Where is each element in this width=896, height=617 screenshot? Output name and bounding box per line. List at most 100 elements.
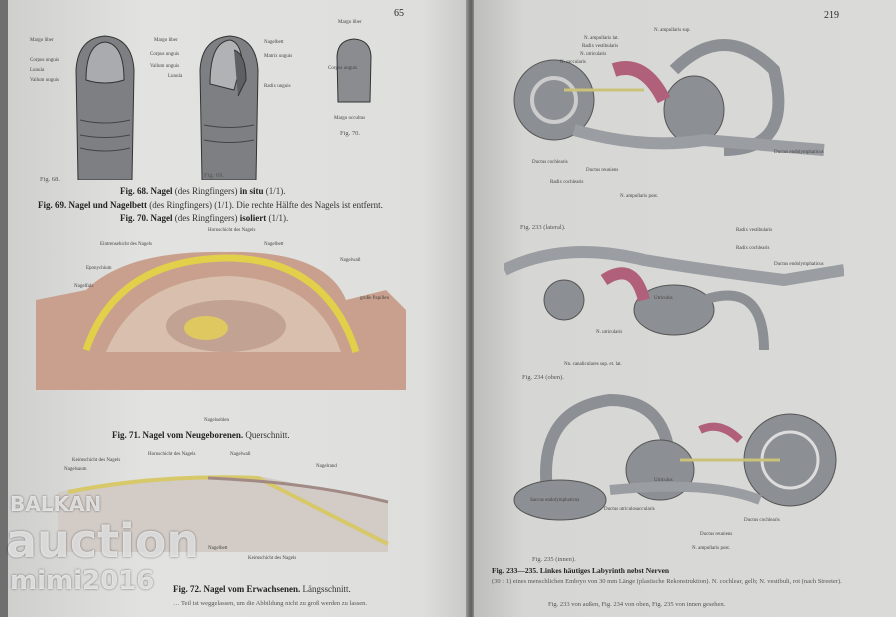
caption-fig72-note: … Teil ist weggelassen, um die Abbildung… — [173, 600, 368, 607]
fig235-number: Fig. 235 (innen). — [532, 556, 576, 563]
fig68-label: Margo liber — [30, 38, 54, 43]
fig72-label: Nagelbett — [208, 546, 228, 551]
fig72-label: Nagelwall — [230, 452, 251, 457]
caption-bold: Linkes häutiges Labyrinth nebst Nerven — [539, 566, 670, 575]
fig69-label: Lunula — [168, 74, 183, 79]
fig71-label: Nagelfalz — [74, 284, 94, 289]
fig70-label: Corpus unguis — [328, 66, 358, 71]
fig234-label: N. utricularis — [596, 330, 623, 335]
fig71-label: Nagelsohlen — [204, 418, 229, 423]
fig233-label: Ductus endolymphaticus — [774, 150, 824, 155]
caption-fig72: Fig. 72. Nagel vom Erwachsenen. Längssch… — [173, 584, 351, 594]
fig72-label: Keimschicht des Nagels — [248, 556, 297, 561]
fig233-label: N. ampullaris lat. — [584, 36, 619, 41]
caption-bold: Nagel und Nagelbett — [68, 200, 148, 210]
caption-fig69: Fig. 69. Nagel und Nagelbett (des Ringfi… — [38, 200, 383, 210]
fig234-label: Ductus endolymphaticus — [774, 262, 824, 267]
fig72-label: Nagelsaum — [64, 467, 87, 472]
fig70-label: Margo liber — [338, 20, 362, 25]
fig68-label: Corpus unguis — [30, 58, 60, 63]
caption-fig233-235: Fig. 233—235. Linkes häutiges Labyrinth … — [492, 566, 669, 576]
fig70-nail-illustration — [336, 38, 372, 103]
fig68-label: Vallum unguis — [30, 78, 60, 83]
fig71-label: Nagelbett — [264, 242, 284, 247]
fig71-label: große Papillen — [360, 296, 390, 301]
caption-text: (30 : 1) eines menschlichen Embryo von 3… — [492, 578, 842, 585]
fig68-number: Fig. 68. — [40, 176, 61, 183]
fig72-nail-longitudinal-section — [58, 475, 389, 552]
page-number: 65 — [394, 8, 404, 19]
caption-fig68: Fig. 68. Nagel (des Ringfingers) in situ… — [120, 186, 286, 196]
fig235-label: Ductus reuniens — [700, 532, 733, 537]
right-book-page: 219 N. ampullaris sup. N. ampullaris lat… — [474, 0, 896, 617]
fig69-number: Fig. 69. — [204, 172, 225, 179]
caption-bold: Nagel — [150, 186, 173, 196]
fig233-label: N. saccularis — [560, 60, 586, 65]
fig234-label: Nn. canaliculares sup. et. lat. — [564, 362, 622, 367]
caption-num: Fig. 70. — [120, 213, 149, 223]
fig233-label: Ductus cochlearis — [532, 160, 568, 165]
fig234-number: Fig. 234 (oben). — [522, 374, 564, 381]
caption-text: (des Ringfingers) (1/1). Die rechte Hälf… — [149, 200, 383, 210]
caption-text: Querschnitt. — [245, 430, 290, 440]
caption-num: Fig. 69. — [38, 200, 67, 210]
fig233-number: Fig. 233 (lateral). — [520, 224, 566, 231]
fig233-labyrinth-illustration — [513, 39, 825, 156]
fig71-label: Nagelwall — [340, 258, 361, 263]
fig234-labyrinth-illustration — [504, 246, 844, 351]
caption-fig70: Fig. 70. Nagel (des Ringfingers) isolier… — [120, 213, 288, 223]
fig233-label: N. ampullaris sup. — [654, 28, 691, 33]
fig233-label: N. ampullaris post. — [620, 194, 659, 199]
caption-bold: Nagel vom Erwachsenen. — [203, 584, 301, 594]
fig71-label: Eintrensehicht des Nagels — [100, 242, 152, 247]
caption-text: (des Ringfingers) — [174, 213, 238, 223]
caption-num: Fig. 233—235. — [492, 566, 539, 575]
caption-text: Längsschnitt. — [302, 584, 351, 594]
fig69-label: Margo liber — [154, 38, 178, 43]
caption-num: Fig. 71. — [112, 430, 141, 440]
fig72-label: Keimschicht des Nagels — [72, 458, 121, 463]
fig235-labyrinth-illustration — [513, 393, 837, 521]
fig68-finger-illustration — [75, 35, 135, 180]
fig233-label: Radix cochlearis — [550, 180, 584, 185]
caption-text: (1/1). — [268, 213, 289, 223]
caption-bold: isoliert — [239, 213, 267, 223]
caption-fig71: Fig. 71. Nagel vom Neugeborenen. Quersch… — [112, 430, 290, 440]
caption-line3: Fig. 233 von außen, Fig. 234 von oben, F… — [548, 601, 726, 608]
fig235-label: Ductus utriculosaccularis — [604, 507, 655, 512]
caption-num: Fig. 68. — [120, 186, 149, 196]
fig235-label: Utriculus — [654, 478, 673, 483]
fig70-number: Fig. 70. — [340, 130, 361, 137]
left-book-page: 65 Margo liber Corpus unguis Lunula Vall… — [8, 0, 468, 617]
fig69-finger-illustration — [199, 35, 259, 180]
watermark-line1: BALKAN — [10, 492, 102, 516]
fig71-label: Eponychium — [86, 266, 112, 271]
book-gutter — [466, 0, 476, 617]
caption-bold: Nagel — [150, 213, 173, 223]
fig235-label: N. ampullaris post. — [692, 546, 731, 551]
fig69-label: Matrix unguis — [264, 54, 293, 59]
fig71-nail-cross-section — [36, 251, 406, 390]
fig235-label: Ductus cochlearis — [744, 518, 780, 523]
caption-text: (des Ringfingers) — [174, 186, 238, 196]
fig233-label: N. utricularis — [580, 52, 607, 57]
fig233-label: Radix vestibularis — [582, 44, 619, 49]
watermark-line2: auction — [6, 514, 200, 568]
caption-text: (1/1). — [265, 186, 286, 196]
fig72-label: Nagelrand — [316, 464, 337, 469]
fig235-label: Saccus endolymphaticus — [530, 498, 580, 503]
fig234-label: Radix vestibularis — [736, 228, 773, 233]
watermark-line3: mimi2016 — [10, 566, 155, 596]
fig69-label: Radix unguis — [264, 84, 291, 89]
fig234-label: Radix cochlearis — [736, 246, 770, 251]
fig71-label: Hornschicht des Nagels — [208, 228, 256, 233]
fig69-label: Corpus unguis — [150, 52, 180, 57]
fig70-label: Margo occultus — [334, 116, 366, 121]
fig72-label: Hornschicht des Nagels — [148, 452, 196, 457]
fig234-label: Utriculus — [654, 296, 673, 301]
caption-num: Fig. 72. — [173, 584, 202, 594]
caption-bold: in situ — [239, 186, 264, 196]
caption-bold: Nagel vom Neugeborenen. — [142, 430, 244, 440]
fig69-label: Nagelbett — [264, 40, 284, 45]
fig233-label: Ductus reuniens — [586, 168, 619, 173]
